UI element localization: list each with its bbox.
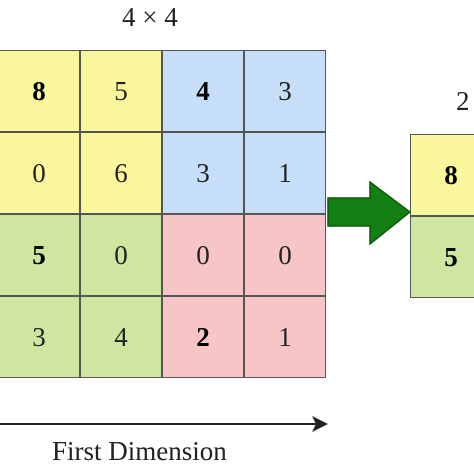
axis-arrowhead-icon: [312, 416, 328, 432]
input-matrix-size-label: 4 × 4: [122, 2, 178, 32]
input-cell-r2-c3: 3: [162, 132, 244, 214]
input-cell-r2-c2: 6: [80, 132, 162, 214]
output-cell-r1-c1: 8: [410, 134, 474, 216]
first-dimension-axis-label: First Dimension: [52, 436, 227, 466]
input-cell-r1-c2: 5: [80, 50, 162, 132]
output-matrix-size-label: 2: [456, 86, 470, 116]
input-cell-r4-c1: 3: [0, 296, 80, 378]
input-cell-r1-c1: 8: [0, 50, 80, 132]
input-cell-r2-c1: 0: [0, 132, 80, 214]
input-cell-r1-c4: 3: [244, 50, 326, 132]
input-cell-r1-c3: 4: [162, 50, 244, 132]
input-cell-r3-c3: 0: [162, 214, 244, 296]
input-cell-r2-c4: 1: [244, 132, 326, 214]
right-arrow-icon: [327, 180, 412, 246]
input-cell-r3-c4: 0: [244, 214, 326, 296]
input-cell-r3-c1: 5: [0, 214, 80, 296]
input-cell-r4-c2: 4: [80, 296, 162, 378]
output-cell-r2-c1: 5: [410, 216, 474, 298]
input-cell-r4-c4: 1: [244, 296, 326, 378]
input-cell-r3-c2: 0: [80, 214, 162, 296]
input-cell-r4-c3: 2: [162, 296, 244, 378]
